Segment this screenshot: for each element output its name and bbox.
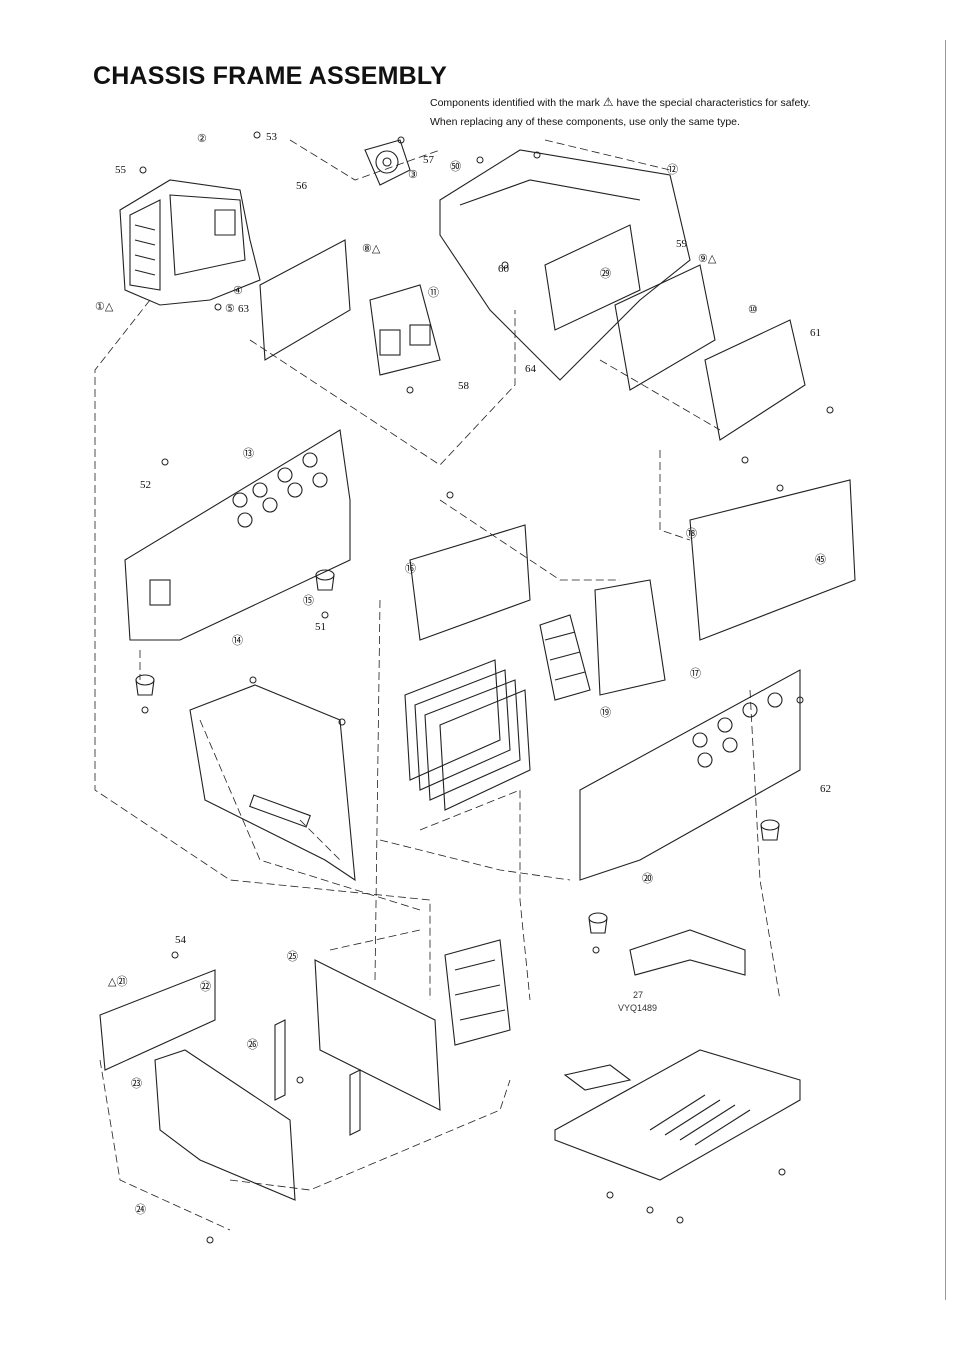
callout-56: 56 (296, 180, 308, 192)
callout-12: ⑫ (667, 163, 678, 176)
part-10-board (704, 319, 806, 441)
safety-note: Components identified with the mark ⚠ ha… (430, 95, 811, 109)
callout-57: 57 (423, 154, 435, 166)
part-13-chassis-plate (124, 429, 351, 641)
part-27-bracket (629, 929, 746, 976)
callout-18: ⑱ (686, 527, 697, 540)
callout-25: ㉕ (287, 950, 298, 963)
part-3-fan (364, 139, 411, 186)
part-21-sub-panel (99, 969, 216, 1071)
part-motherboard (554, 1049, 801, 1181)
callout-13: ⑬ (243, 447, 254, 460)
callout-62: 62 (820, 783, 831, 795)
callout-3: ③ (408, 169, 418, 181)
part-16-center-plate (409, 524, 531, 641)
part-26-rail (274, 1019, 286, 1101)
callout-17: ⑰ (690, 667, 701, 680)
part-15-rubber-feet (135, 569, 780, 934)
part-14-board-stack (404, 659, 531, 811)
safety-note-text-before: Components identified with the mark (430, 97, 600, 109)
callout-24: ㉔ (135, 1203, 146, 1216)
part-22-circuit-board (544, 224, 641, 331)
callout-61: 61 (810, 327, 821, 339)
callout-55: 55 (115, 164, 127, 176)
callout-1: ①△ (95, 301, 114, 313)
callout-19: ⑲ (600, 706, 611, 719)
callout-53: 53 (266, 131, 278, 143)
part-8-insulation-sheet (259, 239, 351, 361)
assembly-guide-lines (94, 139, 781, 1231)
callout-16: ⑯ (405, 562, 416, 575)
stamp-number: 27 (633, 990, 644, 1000)
callout-50: ㊿ (450, 160, 461, 173)
callout-5: ⑤ (225, 303, 235, 315)
callout-58: 58 (458, 380, 470, 392)
callout-45: ㊺ (815, 553, 826, 566)
callout-54: 54 (175, 934, 187, 946)
callout-26: ㉖ (247, 1038, 258, 1051)
callout-20: ⑳ (642, 872, 653, 885)
callout-51: 51 (315, 621, 326, 633)
page-edge-rule (945, 40, 946, 1300)
callout-63: 63 (238, 303, 250, 315)
callout-60: 60 (498, 263, 510, 275)
callout-52: 52 (140, 479, 151, 491)
part-20-chassis-plate (579, 669, 801, 881)
part-18-side-panel (689, 479, 856, 641)
part-19-lower-card-cage (444, 939, 511, 1046)
safety-note-line2: When replacing any of these components, … (430, 116, 740, 128)
callout-23: ㉓ (131, 1077, 142, 1090)
part-1-side-frame (119, 179, 261, 306)
safety-note-text-after: have the special characteristics for saf… (616, 97, 811, 109)
screw-icons (139, 131, 834, 1244)
callout-22: ㉒ (200, 980, 211, 993)
callout-labels: ①△ ② ③ ④ ⑤ ⑧△ ⑨△ ⑩ ⑪ ⑫ ⑬ ⑭ ⑮ ⑯ ⑰ ⑱ ⑲ ⑳ △… (95, 131, 831, 1216)
callout-59: 59 (676, 238, 688, 250)
part-25-frame (314, 959, 441, 1111)
callout-8: ⑧△ (362, 243, 381, 255)
callout-21: △㉑ (108, 975, 127, 988)
callout-14: ⑭ (232, 634, 243, 647)
part-26b-rail (349, 1069, 361, 1136)
part-23-lower-frame (154, 1049, 296, 1201)
part-main-board-left (189, 684, 356, 882)
part-11-power-supply (369, 284, 441, 376)
callout-29: ㉙ (600, 267, 611, 280)
callout-9: ⑨△ (698, 253, 717, 265)
part-9-insulation-sheet (614, 264, 716, 391)
warning-triangle-icon: ⚠ (602, 95, 614, 109)
part-19-card-cage (539, 614, 591, 701)
callout-64: 64 (525, 363, 537, 375)
callout-2: ② (197, 133, 207, 145)
callout-11: ⑪ (428, 286, 439, 299)
callout-4: ④ (233, 285, 243, 297)
part-17-bracket (594, 579, 666, 696)
stamp-code: VYQ1489 (618, 1003, 658, 1013)
page-title: CHASSIS FRAME ASSEMBLY (93, 62, 447, 90)
callout-15: ⑮ (303, 594, 314, 607)
callout-10: ⑩ (748, 304, 758, 316)
part-12-upper-frame (439, 149, 691, 381)
